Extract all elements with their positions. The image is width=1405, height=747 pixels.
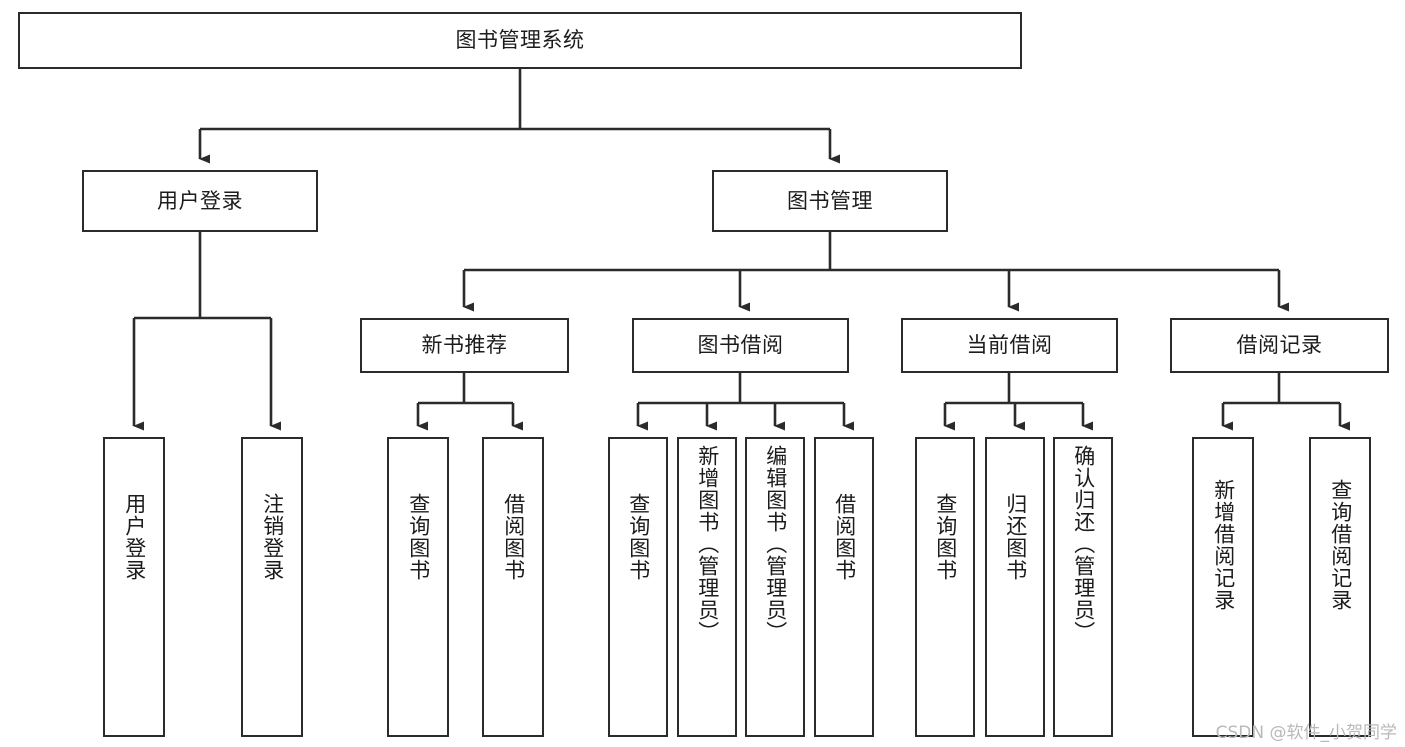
- node-leaf-query-book-borrow-label: 查询图书: [626, 493, 651, 581]
- node-root[interactable]: 图书管理系统: [18, 12, 1022, 69]
- node-borrow-record-label: 借阅记录: [1236, 333, 1323, 358]
- node-leaf-edit-book[interactable]: 编辑图书（管理员）: [745, 437, 805, 737]
- node-leaf-add-book-label: 新增图书（管理员）: [695, 445, 720, 643]
- node-leaf-query-book-rec-label: 查询图书: [406, 493, 431, 581]
- node-current-borrow-label: 当前借阅: [966, 333, 1053, 358]
- node-leaf-query-book-rec[interactable]: 查询图书: [387, 437, 449, 737]
- node-book-borrow[interactable]: 图书借阅: [632, 318, 849, 373]
- node-leaf-user-logout[interactable]: 注销登录: [241, 437, 303, 737]
- node-new-book-rec[interactable]: 新书推荐: [360, 318, 569, 373]
- node-book-manage-label: 图书管理: [787, 188, 873, 213]
- node-leaf-add-record[interactable]: 新增借阅记录: [1192, 437, 1254, 737]
- node-leaf-user-login-label: 用户登录: [122, 493, 147, 581]
- node-leaf-query-book-cur-label: 查询图书: [933, 493, 958, 581]
- node-new-book-rec-label: 新书推荐: [421, 333, 508, 358]
- node-leaf-user-login[interactable]: 用户登录: [103, 437, 165, 737]
- node-leaf-user-logout-label: 注销登录: [260, 493, 285, 581]
- node-book-manage[interactable]: 图书管理: [712, 170, 948, 232]
- node-leaf-edit-book-label: 编辑图书（管理员）: [763, 445, 788, 643]
- node-borrow-record[interactable]: 借阅记录: [1170, 318, 1389, 373]
- node-user-login[interactable]: 用户登录: [82, 170, 318, 232]
- node-leaf-borrow-book-rec[interactable]: 借阅图书: [482, 437, 544, 737]
- node-leaf-query-record-label: 查询借阅记录: [1328, 479, 1353, 611]
- node-leaf-confirm-return[interactable]: 确认归还（管理员）: [1053, 437, 1113, 737]
- node-leaf-borrow-book[interactable]: 借阅图书: [814, 437, 874, 737]
- node-leaf-return-book-label: 归还图书: [1003, 493, 1028, 581]
- node-root-label: 图书管理系统: [455, 28, 585, 53]
- node-leaf-add-record-label: 新增借阅记录: [1211, 479, 1236, 611]
- node-user-login-label: 用户登录: [157, 188, 243, 213]
- node-leaf-confirm-return-label: 确认归还（管理员）: [1071, 445, 1096, 643]
- node-leaf-query-record[interactable]: 查询借阅记录: [1309, 437, 1371, 737]
- node-leaf-query-book-borrow[interactable]: 查询图书: [608, 437, 668, 737]
- node-book-borrow-label: 图书借阅: [697, 333, 784, 358]
- node-current-borrow[interactable]: 当前借阅: [901, 318, 1118, 373]
- node-leaf-query-book-cur[interactable]: 查询图书: [915, 437, 975, 737]
- node-leaf-borrow-book-label: 借阅图书: [832, 493, 857, 581]
- node-leaf-borrow-book-rec-label: 借阅图书: [501, 493, 526, 581]
- node-leaf-add-book[interactable]: 新增图书（管理员）: [677, 437, 737, 737]
- node-leaf-return-book[interactable]: 归还图书: [985, 437, 1045, 737]
- watermark-text: CSDN @软件_小贺同学: [1215, 723, 1397, 743]
